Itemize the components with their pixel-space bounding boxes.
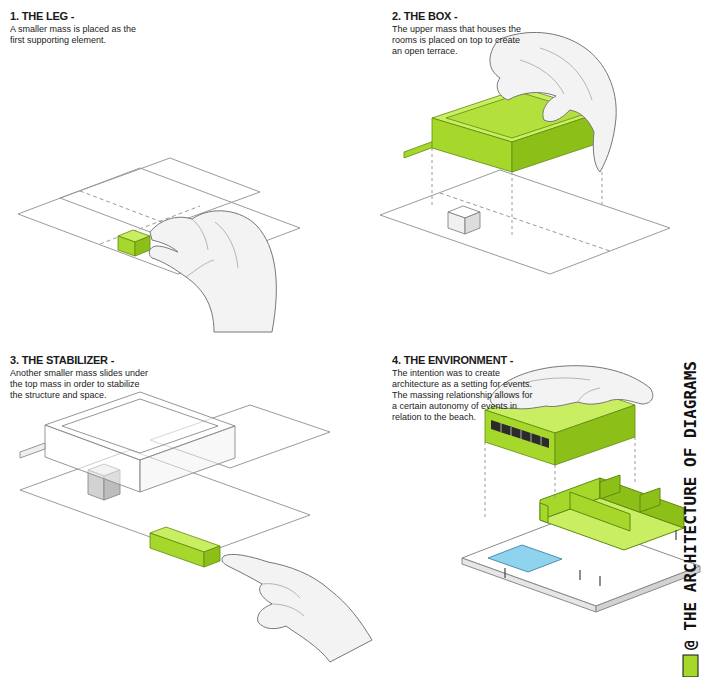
hand <box>149 211 276 332</box>
step-description: Another smaller mass slides under the to… <box>10 368 150 401</box>
wall <box>640 488 660 512</box>
box-side <box>45 425 140 492</box>
hand <box>490 32 616 172</box>
step-description: The upper mass that houses the rooms is … <box>392 24 530 57</box>
wall <box>540 503 548 523</box>
projection-line <box>512 172 513 236</box>
mass-side <box>150 533 204 567</box>
pool <box>488 545 562 572</box>
terrace-slab <box>20 443 45 458</box>
step-heading: 2. THE BOX - <box>392 10 457 23</box>
panel-environment <box>462 437 700 612</box>
step-description: A smaller mass is placed as the first su… <box>10 24 140 46</box>
window-mullion <box>541 436 542 445</box>
mass-side <box>485 410 555 465</box>
mass-side <box>204 546 220 567</box>
figure <box>675 530 676 540</box>
leg-mass <box>118 230 150 256</box>
mass-side <box>135 236 150 256</box>
mass-side <box>448 212 465 234</box>
figure <box>504 568 505 578</box>
hand-shading <box>262 584 304 616</box>
projection-line <box>635 437 636 485</box>
box-side <box>140 426 235 492</box>
step-heading: 1. THE LEG - <box>10 10 74 23</box>
ghost-box <box>20 392 235 500</box>
projection-line <box>485 442 486 520</box>
stabilizer-mass <box>150 527 220 567</box>
white-leg <box>448 206 480 234</box>
window-band <box>491 420 549 448</box>
mass-side <box>118 236 135 256</box>
terrace-slab <box>404 141 434 158</box>
window-mullion <box>521 430 522 439</box>
mass-side <box>465 212 480 234</box>
window-mullion <box>531 433 532 442</box>
step-heading: 3. THE STABILIZER - <box>10 354 114 367</box>
site-dash <box>440 193 610 251</box>
projection-line <box>432 148 433 205</box>
watermark: @ THE ARCHITECTURE OF DIAGRAMS <box>680 361 699 650</box>
watermark-bar <box>683 655 698 677</box>
projection-line <box>555 465 556 500</box>
figure <box>599 576 600 586</box>
hand-shape <box>222 554 372 662</box>
window-mullion <box>501 423 502 432</box>
mass-side <box>555 405 635 465</box>
hand-shading <box>186 219 238 277</box>
hand-shading <box>520 48 592 100</box>
site-outline <box>380 170 670 274</box>
wall <box>600 475 620 499</box>
hand-shape <box>490 32 616 172</box>
hand-shape <box>149 211 276 332</box>
figure <box>579 570 580 580</box>
step-description: The intention was to create architecture… <box>392 368 534 423</box>
step-heading: 4. THE ENVIRONMENT - <box>392 354 513 367</box>
window-mullion <box>511 427 512 436</box>
hand <box>222 554 372 662</box>
